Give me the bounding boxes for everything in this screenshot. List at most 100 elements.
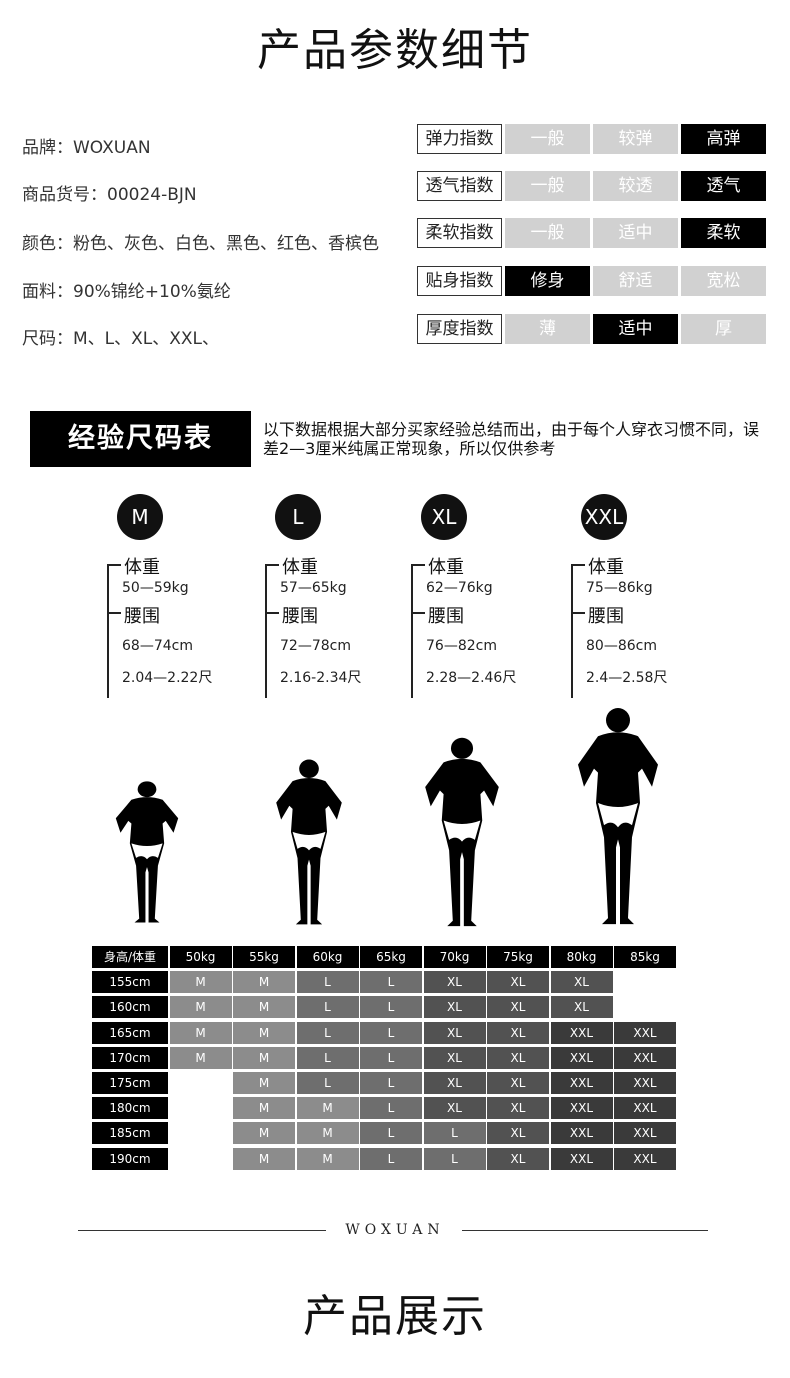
weight-range: 50—59kg (122, 580, 189, 596)
chart-cell: XL (487, 1046, 549, 1069)
chart-height-label: 165cm (92, 1021, 168, 1044)
waist-chi: 2.04—2.22尺 (122, 670, 213, 686)
experience-note: 以下数据根据大部分买家经验总结而出，由于每个人穿衣习惯不同，误差2—3厘米纯属正… (263, 420, 760, 458)
chart-cell: XL (487, 1122, 549, 1145)
bracket-line (107, 564, 109, 698)
bracket-tick (265, 612, 279, 614)
chart-cell: L (296, 1021, 359, 1044)
index-option: 一般 (505, 218, 590, 248)
bracket-tick (411, 612, 425, 614)
chart-cell: M (169, 996, 232, 1019)
index-option: 透气 (681, 171, 766, 201)
bracket-line (571, 564, 573, 698)
chart-cell: L (360, 1021, 422, 1044)
chart-cell: XL (550, 971, 613, 994)
index-option: 较弹 (593, 124, 678, 154)
silhouette-l (276, 759, 342, 925)
waist-label: 腰围 (282, 606, 318, 627)
chart-height-label: 155cm (92, 971, 168, 994)
param-item-number: 商品货号：00024-BJN (22, 185, 197, 205)
index-option: 较透 (593, 171, 678, 201)
chart-height-label: 185cm (92, 1122, 168, 1145)
chart-cell: XXL (614, 1021, 676, 1044)
chart-cell: XL (487, 1072, 549, 1094)
chart-height-label: 170cm (92, 1046, 168, 1069)
chart-cell: XXL (614, 1122, 676, 1145)
chart-cell: XXL (614, 1097, 676, 1120)
chart-corner: 身高/体重 (92, 946, 168, 968)
footer-brand: WOXUAN (345, 1222, 445, 1238)
bracket-tick (107, 612, 121, 614)
waist-label: 腰围 (124, 606, 160, 627)
page-title: 产品参数细节 (257, 25, 533, 76)
chart-cell: XL (487, 1097, 549, 1120)
weight-range: 75—86kg (586, 580, 653, 596)
bracket-tick (411, 564, 425, 566)
index-option: 柔软 (681, 218, 766, 248)
chart-height-label: 175cm (92, 1072, 168, 1094)
chart-cell: M (169, 971, 232, 994)
waist-chi: 2.28—2.46尺 (426, 670, 517, 686)
chart-cell: L (360, 996, 422, 1019)
chart-cell: XXL (550, 1021, 613, 1044)
index-option: 厚 (681, 314, 766, 344)
chart-cell: M (169, 1046, 232, 1069)
param-fabric: 面料：90%锦纶+10%氨纶 (22, 282, 231, 302)
chart-cell: XXL (550, 1097, 613, 1120)
chart-cell: XL (423, 971, 486, 994)
chart-cell: M (296, 1097, 359, 1120)
waist-cm: 72—78cm (280, 638, 351, 654)
chart-cell: XL (423, 1097, 486, 1120)
index-label: 弹力指数 (417, 124, 502, 154)
section-title-product-display: 产品展示 (303, 1291, 487, 1342)
chart-cell: XXL (614, 1147, 676, 1170)
chart-height-label: 180cm (92, 1097, 168, 1120)
chart-cell: XXL (550, 1147, 613, 1170)
chart-cell: M (233, 1147, 295, 1170)
chart-cell: M (233, 1021, 295, 1044)
weight-label: 体重 (282, 557, 318, 578)
weight-label: 体重 (428, 557, 464, 578)
size-badge: M (117, 494, 163, 540)
param-colors: 颜色：粉色、灰色、白色、黑色、红色、香槟色 (22, 234, 379, 254)
chart-cell: XL (423, 1021, 486, 1044)
chart-cell: L (296, 1046, 359, 1069)
index-option: 高弹 (681, 124, 766, 154)
index-label: 厚度指数 (417, 314, 502, 344)
divider-right (462, 1230, 708, 1231)
divider-left (78, 1230, 326, 1231)
silhouette-m (115, 781, 179, 923)
bracket-line (265, 564, 267, 698)
chart-cell: XXL (614, 1072, 676, 1094)
experience-title: 经验尺码表 (30, 411, 251, 467)
param-brand: 品牌：WOXUAN (22, 138, 151, 158)
chart-cell: M (233, 1097, 295, 1120)
chart-cell: XXL (550, 1046, 613, 1069)
chart-weight-header: 50kg (169, 946, 232, 968)
chart-cell: XL (487, 1147, 549, 1170)
waist-cm: 80—86cm (586, 638, 657, 654)
chart-cell: L (360, 1046, 422, 1069)
waist-chi: 2.16-2.34尺 (280, 670, 362, 686)
chart-cell: L (296, 971, 359, 994)
index-label: 透气指数 (417, 171, 502, 201)
size-badge: L (275, 494, 321, 540)
chart-height-label: 160cm (92, 996, 168, 1019)
index-option: 适中 (593, 314, 678, 344)
weight-range: 62—76kg (426, 580, 493, 596)
chart-cell: XL (423, 996, 486, 1019)
index-label: 贴身指数 (417, 266, 502, 296)
chart-cell: M (233, 996, 295, 1019)
chart-cell: M (233, 1122, 295, 1145)
chart-height-label: 190cm (92, 1147, 168, 1170)
waist-label: 腰围 (588, 606, 624, 627)
chart-cell: XXL (550, 1122, 613, 1145)
silhouette-xxl (578, 708, 658, 925)
body-silhouettes (115, 708, 658, 927)
chart-cell: L (360, 1147, 422, 1170)
waist-cm: 68—74cm (122, 638, 193, 654)
param-sizes: 尺码：M、L、XL、XXL、 (22, 329, 220, 349)
chart-cell: M (233, 971, 295, 994)
waist-cm: 76—82cm (426, 638, 497, 654)
chart-weight-header: 55kg (233, 946, 295, 968)
